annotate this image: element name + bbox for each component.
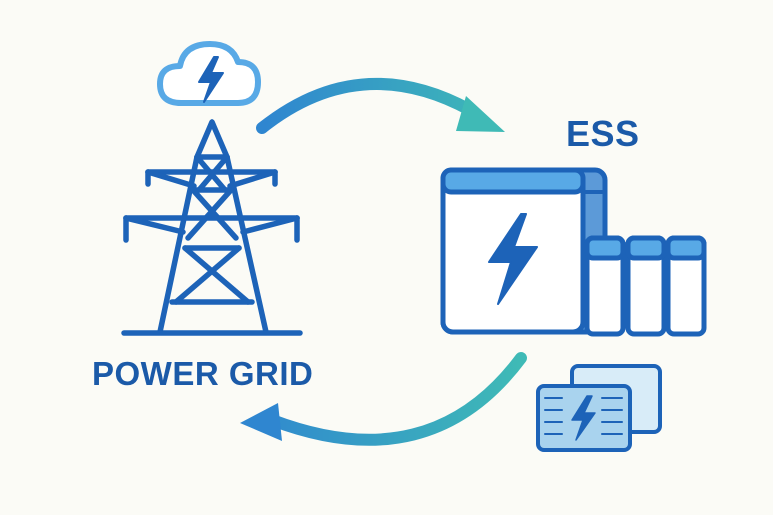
cloud-lightning-icon: [157, 41, 261, 106]
arrow-left-curved-icon: [240, 352, 527, 446]
battery-storage-cabinet-icon: [440, 167, 608, 335]
solar-lightning-icon: [571, 395, 596, 441]
ess-label: ESS: [566, 113, 640, 154]
lightning-bolt-icon: [488, 213, 538, 305]
power-grid-label: POWER GRID: [92, 355, 314, 392]
transmission-tower-icon: [121, 119, 303, 336]
arrow-right-curved-icon: [256, 77, 505, 134]
solar-panel-icon: [536, 364, 662, 452]
battery-cells-icon: [584, 235, 707, 337]
